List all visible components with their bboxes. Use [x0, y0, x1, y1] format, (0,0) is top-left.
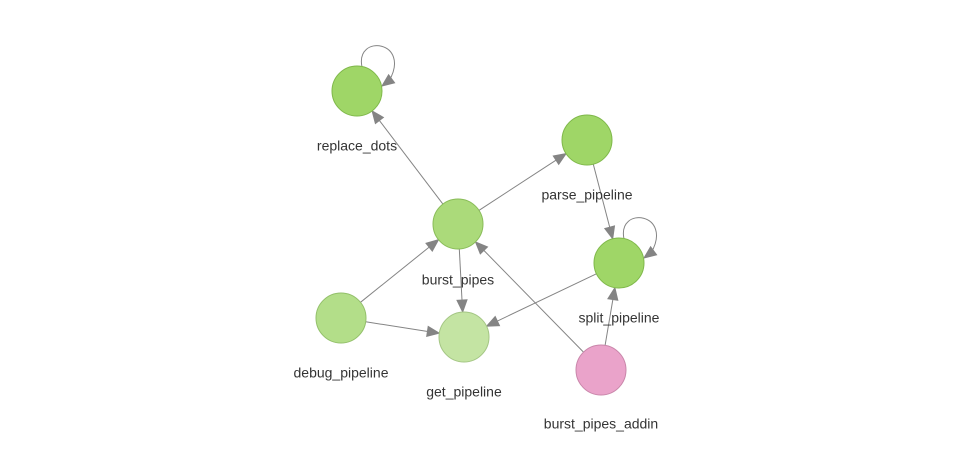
node-label: parse_pipeline [541, 186, 632, 202]
node-circle[interactable] [593, 237, 645, 289]
node-label: split_pipeline [579, 309, 660, 325]
node-circle[interactable] [575, 344, 627, 396]
node-label: burst_pipes [422, 271, 494, 287]
edges-layer [360, 45, 658, 353]
node-label: debug_pipeline [294, 364, 389, 380]
edge-debug_pipeline-to-burst_pipes-arrowhead [425, 238, 440, 252]
edge-burst_pipes-to-parse_pipeline [478, 158, 558, 211]
edge-burst_pipes-to-replace_dots-arrowhead [371, 109, 385, 125]
edge-replace_dots-to-replace_dots [361, 45, 395, 82]
edge-burst_pipes-to-get_pipeline-arrowhead [456, 299, 468, 314]
edge-split_pipeline-to-split_pipeline-arrowhead [642, 245, 658, 259]
node-circle[interactable] [331, 65, 383, 117]
node-parse-pipeline[interactable]: parse_pipeline [541, 114, 633, 202]
edge-burst_pipes-to-replace_dots [377, 118, 444, 205]
edge-burst_pipes_addin-to-split_pipeline-arrowhead [607, 286, 619, 301]
edge-burst_pipes-to-get_pipeline [458, 248, 463, 303]
node-split-pipeline[interactable]: split_pipeline [579, 237, 660, 325]
nodes-layer: replace_dots parse_pipeline burst_pipesspl… [294, 65, 660, 431]
edge-burst_pipes_addin-to-burst_pipes [482, 248, 584, 353]
edge-burst_pipes_addin-to-burst_pipes-arrowhead [474, 240, 489, 255]
edge-replace_dots-to-replace_dots-arrowhead [380, 73, 396, 87]
edge-split_pipeline-to-split_pipeline [623, 217, 657, 254]
node-burst-pipes-addin[interactable]: burst_pipes_addin [544, 344, 658, 431]
edge-split_pipeline-to-get_pipeline [495, 273, 597, 323]
node-circle[interactable] [432, 198, 484, 250]
node-label: burst_pipes_addin [544, 415, 658, 431]
node-debug-pipeline[interactable]: debug_pipeline [294, 292, 389, 380]
edge-debug_pipeline-to-get_pipeline-arrowhead [426, 325, 441, 337]
edge-debug_pipeline-to-get_pipeline [365, 321, 430, 333]
node-circle[interactable] [438, 311, 490, 363]
node-get-pipeline[interactable]: get_pipeline [426, 311, 502, 399]
edge-burst_pipes-to-parse_pipeline-arrowhead [552, 152, 568, 166]
node-circle[interactable] [315, 292, 367, 344]
edge-parse_pipeline-to-split_pipeline-arrowhead [603, 225, 616, 241]
edge-burst_pipes_addin-to-split_pipeline [604, 297, 614, 346]
node-label: get_pipeline [426, 383, 502, 399]
node-replace-dots[interactable]: replace_dots [317, 65, 397, 153]
edge-split_pipeline-to-get_pipeline-arrowhead [485, 315, 501, 327]
node-label: replace_dots [317, 137, 397, 153]
edge-debug_pipeline-to-burst_pipes [360, 245, 432, 303]
node-circle[interactable] [561, 114, 613, 166]
edge-parse_pipeline-to-split_pipeline [592, 164, 611, 230]
node-burst-pipes[interactable]: burst_pipes [422, 198, 494, 287]
